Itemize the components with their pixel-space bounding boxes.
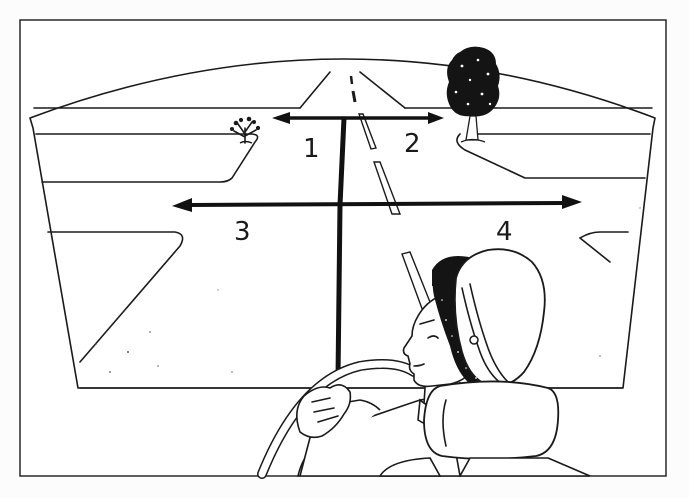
lower-turn-line — [190, 203, 565, 205]
route-label-2: 2 — [404, 129, 421, 159]
route-label-4: 4 — [496, 217, 513, 247]
cap-button — [470, 336, 478, 344]
route-label-1: 1 — [303, 134, 320, 164]
route-label-3: 3 — [234, 217, 251, 247]
